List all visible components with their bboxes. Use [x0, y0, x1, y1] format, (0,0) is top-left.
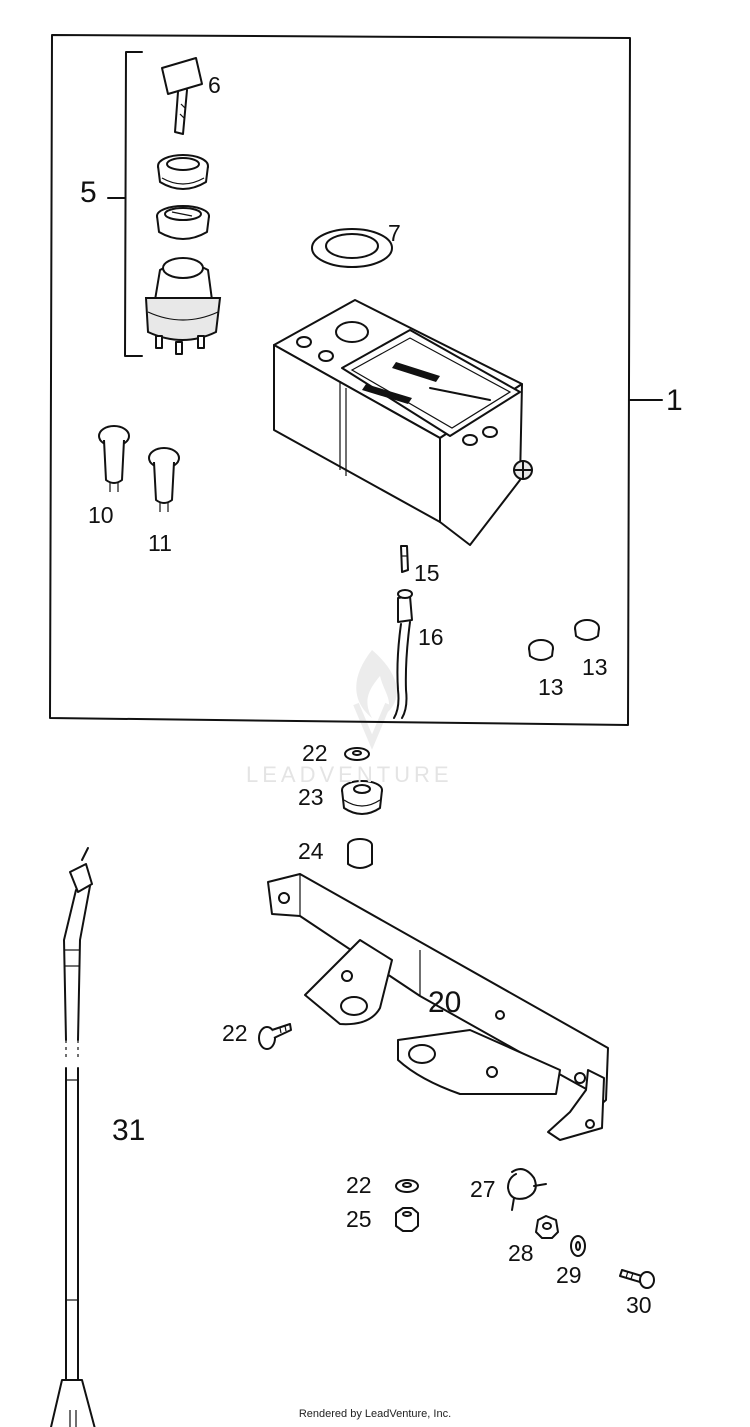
callout-16: 16 [418, 624, 444, 650]
socket-part-16 [393, 589, 413, 719]
callout-13-left: 13 [538, 674, 564, 700]
cap-part-13-a [528, 639, 554, 661]
watermark-logo [353, 650, 397, 750]
callout-5: 5 [80, 176, 97, 209]
callout-6: 6 [208, 72, 221, 98]
bezel-ring-part-7 [311, 228, 393, 268]
callout-20: 20 [428, 986, 462, 1019]
callout-15: 15 [414, 560, 440, 586]
washer-part-22-a [344, 747, 370, 761]
callout-24: 24 [298, 838, 324, 864]
callout-28: 28 [508, 1240, 534, 1266]
group-5-bracket [107, 51, 143, 357]
footer-credit: Rendered by LeadVenture, Inc. [298, 1408, 452, 1420]
bolt-part-22-b [258, 1023, 292, 1050]
callout-1: 1 [666, 384, 683, 417]
callout-22-lower: 22 [346, 1172, 372, 1198]
assembly-frame [49, 34, 663, 726]
callout-22-top: 22 [302, 740, 328, 766]
washer-part-22-c [395, 1179, 419, 1193]
indicator-lamp-part-10 [98, 425, 130, 492]
key-part-6 [161, 57, 203, 135]
callout-30: 30 [626, 1292, 652, 1318]
nut-part-28 [535, 1215, 559, 1239]
bulb-part-15 [400, 545, 409, 573]
watermark-text: LEADVENTURE [246, 762, 453, 787]
clip-part-27 [507, 1168, 547, 1211]
washer-part-29 [570, 1235, 586, 1257]
grommet-part-23 [341, 780, 383, 815]
callout-25: 25 [346, 1206, 372, 1232]
instrument-panel-part-1 [273, 299, 533, 546]
cap-part-13-b [574, 619, 600, 641]
bushing-part-24 [347, 838, 373, 869]
indicator-lamp-part-11 [148, 447, 180, 512]
speedometer-cable-part-31 [50, 847, 96, 1427]
callout-7: 7 [388, 220, 401, 246]
callout-11: 11 [148, 530, 172, 556]
callout-31: 31 [112, 1114, 146, 1147]
callout-10: 10 [88, 502, 114, 528]
callout-22-bolt: 22 [222, 1020, 248, 1046]
ignition-switch-part-5 [144, 154, 222, 355]
callout-23: 23 [298, 784, 324, 810]
mounting-bracket-part-20 [267, 873, 609, 1141]
callout-27: 27 [470, 1176, 496, 1202]
callout-13-right: 13 [582, 654, 608, 680]
screw-part-30 [619, 1269, 655, 1289]
callout-29: 29 [556, 1262, 582, 1288]
nut-part-25 [395, 1207, 419, 1232]
